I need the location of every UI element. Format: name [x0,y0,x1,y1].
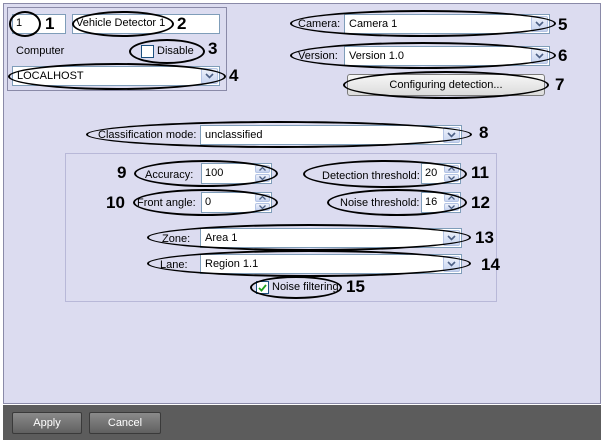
callout-2: 2 [177,14,187,33]
chevron-down-icon[interactable] [443,127,460,143]
chevron-down-icon[interactable] [201,68,218,84]
version-select-value: Version 1.0 [349,50,405,62]
computer-select-value: LOCALHOST [17,70,84,82]
callout-11: 11 [471,163,489,182]
detection-parameters-group [65,153,497,302]
accuracy-value: 100 [205,167,224,179]
noise-threshold-label: Noise threshold: [340,197,420,209]
callout-9: 9 [117,163,127,182]
detection-threshold-label: Detection threshold: [322,170,420,182]
front-angle-spinner[interactable]: 0 [201,192,272,213]
callout-14: 14 [481,255,500,274]
arrow-down-icon[interactable] [444,203,459,211]
camera-select-value: Camera 1 [349,18,398,30]
arrow-up-icon[interactable] [255,194,270,202]
object-name-field[interactable]: Vehicle Detector 1 [72,14,220,34]
callout-7: 7 [555,75,565,94]
callout-8: 8 [479,123,489,142]
zone-select-value: Area 1 [205,232,238,244]
footer-bar: Apply Cancel [3,405,601,440]
callout-4: 4 [229,66,239,85]
object-name-value: Vehicle Detector 1 [76,17,166,29]
lane-label: Lane: [160,259,188,271]
callout-6: 6 [558,46,568,65]
camera-select[interactable]: Camera 1 [344,14,550,34]
zone-select[interactable]: Area 1 [200,228,462,248]
accuracy-label: Accuracy: [145,169,194,181]
classification-mode-value: unclassified [205,129,263,141]
classification-mode-select[interactable]: unclassified [200,125,462,145]
callout-3: 3 [208,39,218,58]
detection-threshold-spinner[interactable]: 20 [421,163,461,184]
disable-label: Disable [157,45,194,57]
apply-button[interactable]: Apply [12,412,82,434]
chevron-down-icon[interactable] [443,256,460,272]
detection-threshold-value: 20 [425,167,438,179]
object-id-field[interactable]: 1 [12,14,66,34]
arrow-up-icon[interactable] [444,165,459,173]
chevron-down-icon[interactable] [531,16,548,32]
computer-label: Computer [16,45,65,57]
callout-12: 12 [471,193,490,212]
arrow-down-icon[interactable] [255,174,270,182]
computer-select[interactable]: LOCALHOST [12,66,220,86]
version-label: Version: [298,50,338,62]
checkmark-icon [258,283,267,292]
chevron-down-icon[interactable] [443,230,460,246]
disable-checkbox[interactable] [141,45,154,58]
arrow-up-icon[interactable] [444,194,459,202]
front-angle-value: 0 [205,196,212,208]
callout-15: 15 [346,277,365,296]
object-id-value: 1 [16,17,23,29]
noise-threshold-spinner[interactable]: 16 [421,192,461,213]
configure-detection-button[interactable]: Configuring detection... [347,74,545,96]
chevron-down-icon[interactable] [531,48,548,64]
noise-filtering-checkbox[interactable] [256,281,269,294]
camera-label: Camera: [298,18,341,30]
accuracy-spinner[interactable]: 100 [201,163,272,184]
zone-label: Zone: [162,233,191,245]
callout-13: 13 [475,228,494,247]
cancel-button[interactable]: Cancel [89,412,161,434]
classification-mode-label: Classification mode: [98,129,197,141]
noise-filtering-label: Noise filtering [272,281,339,293]
callout-10: 10 [106,193,125,212]
lane-select-value: Region 1.1 [205,258,259,270]
front-angle-label: Front angle: [137,197,196,209]
arrow-up-icon[interactable] [255,165,270,173]
arrow-down-icon[interactable] [255,203,270,211]
arrow-down-icon[interactable] [444,174,459,182]
lane-select[interactable]: Region 1.1 [200,254,462,274]
version-select[interactable]: Version 1.0 [344,46,550,66]
callout-5: 5 [558,15,568,34]
noise-threshold-value: 16 [425,196,438,208]
callout-1: 1 [45,14,55,33]
